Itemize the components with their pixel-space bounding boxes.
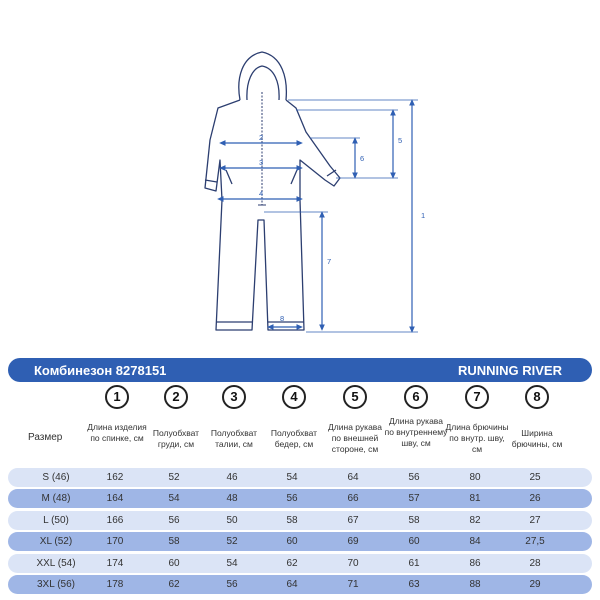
value-cell: 162 (106, 472, 124, 483)
value-cell: 27 (529, 515, 541, 526)
value-cell: 58 (286, 515, 298, 526)
value-cell: 56 (408, 472, 420, 483)
column-number-4: 4 (282, 385, 306, 409)
value-cell: 63 (408, 579, 420, 590)
product-title: Комбинезон 8278151 (34, 363, 167, 378)
value-cell: 67 (347, 515, 359, 526)
value-cell: 54 (168, 493, 180, 504)
diagram-label-4: 4 (259, 189, 263, 198)
column-number-3: 3 (222, 385, 246, 409)
value-cell: 60 (408, 536, 420, 547)
value-cell: 56 (168, 515, 180, 526)
value-cell: 62 (286, 558, 298, 569)
value-cell: 166 (106, 515, 124, 526)
value-cell: 54 (286, 472, 298, 483)
value-cell: 52 (168, 472, 180, 483)
size-cell: XXL (54) (36, 558, 76, 569)
value-cell: 54 (226, 558, 238, 569)
diagram-label-2: 2 (259, 133, 263, 142)
diagram-label-6: 6 (360, 154, 364, 163)
value-cell: 56 (286, 493, 298, 504)
value-cell: 69 (347, 536, 359, 547)
value-cell: 88 (469, 579, 481, 590)
value-cell: 71 (347, 579, 359, 590)
value-cell: 80 (469, 472, 481, 483)
column-label-7: Длина брючины по внутр. шву, см (445, 422, 509, 454)
brand-name: RUNNING RIVER (457, 363, 562, 378)
value-cell: 58 (168, 536, 180, 547)
value-cell: 25 (529, 472, 541, 483)
column-number-1: 1 (105, 385, 129, 409)
value-cell: 174 (106, 558, 124, 569)
column-number-5: 5 (343, 385, 367, 409)
value-cell: 178 (106, 579, 124, 590)
size-cell: M (48) (41, 493, 71, 504)
column-label-8: Ширина брючины, см (511, 428, 563, 449)
table-row: M (48) 164 54 48 56 66 57 81 26 (8, 489, 592, 508)
value-cell: 82 (469, 515, 481, 526)
table-row: S (46) 162 52 46 54 64 56 80 25 (8, 468, 592, 487)
table-row: L (50) 166 56 50 58 67 58 82 27 (8, 511, 592, 530)
size-cell: XL (52) (39, 536, 73, 547)
garment-measurement-diagram: 1 2 3 4 5 6 7 8 (204, 51, 425, 333)
value-cell: 170 (106, 536, 124, 547)
table-row: XL (52) 170 58 52 60 69 60 84 27,5 (8, 532, 592, 551)
column-number-2: 2 (164, 385, 188, 409)
coverall-outline (204, 51, 341, 331)
column-number-6: 6 (404, 385, 428, 409)
value-cell: 66 (347, 493, 359, 504)
column-label-1: Длина изделия по спинке, см (87, 422, 147, 443)
value-cell: 48 (226, 493, 238, 504)
size-cell: L (50) (43, 515, 69, 526)
size-cell: S (46) (42, 472, 70, 483)
value-cell: 46 (226, 472, 238, 483)
value-cell: 64 (286, 579, 298, 590)
value-cell: 86 (469, 558, 481, 569)
diagram-label-1: 1 (421, 211, 425, 220)
value-cell: 50 (226, 515, 238, 526)
value-cell: 64 (347, 472, 359, 483)
diagram-label-8: 8 (280, 314, 284, 323)
value-cell: 52 (226, 536, 238, 547)
column-label-3: Полуобхват талии, см (210, 428, 258, 449)
measurement-arrows (217, 99, 418, 333)
value-cell: 60 (286, 536, 298, 547)
diagram-label-7: 7 (327, 257, 331, 266)
value-cell: 56 (226, 579, 238, 590)
value-cell: 61 (408, 558, 420, 569)
table-row: 3XL (56) 178 62 56 64 71 63 88 29 (8, 575, 592, 594)
column-label-5: Длина рукава по внешней стороне, см (328, 422, 382, 454)
column-number-8: 8 (525, 385, 549, 409)
value-cell: 26 (529, 493, 541, 504)
table-row: XXL (54) 174 60 54 62 70 61 86 28 (8, 554, 592, 573)
value-cell: 29 (529, 579, 541, 590)
value-cell: 57 (408, 493, 420, 504)
value-cell: 84 (469, 536, 481, 547)
value-cell: 81 (469, 493, 481, 504)
value-cell: 27,5 (525, 536, 545, 547)
value-cell: 60 (168, 558, 180, 569)
diagram-label-5: 5 (398, 136, 402, 145)
table-title-bar: Комбинезон 8278151 RUNNING RIVER (8, 358, 592, 382)
size-cell: 3XL (56) (37, 579, 75, 590)
value-cell: 58 (408, 515, 420, 526)
value-cell: 62 (168, 579, 180, 590)
value-cell: 70 (347, 558, 359, 569)
measurement-labels: 1 2 3 4 5 6 7 8 (259, 133, 425, 323)
column-label-2: Полуобхват груди, см (152, 428, 200, 449)
value-cell: 28 (529, 558, 541, 569)
value-cell: 164 (106, 493, 124, 504)
size-column-header: Размер (28, 432, 63, 443)
column-number-7: 7 (465, 385, 489, 409)
diagram-label-3: 3 (259, 158, 263, 167)
column-label-6: Длина рукава по внутреннему шву, см (384, 416, 448, 448)
column-label-4: Полуобхват бедер, см (270, 428, 318, 449)
